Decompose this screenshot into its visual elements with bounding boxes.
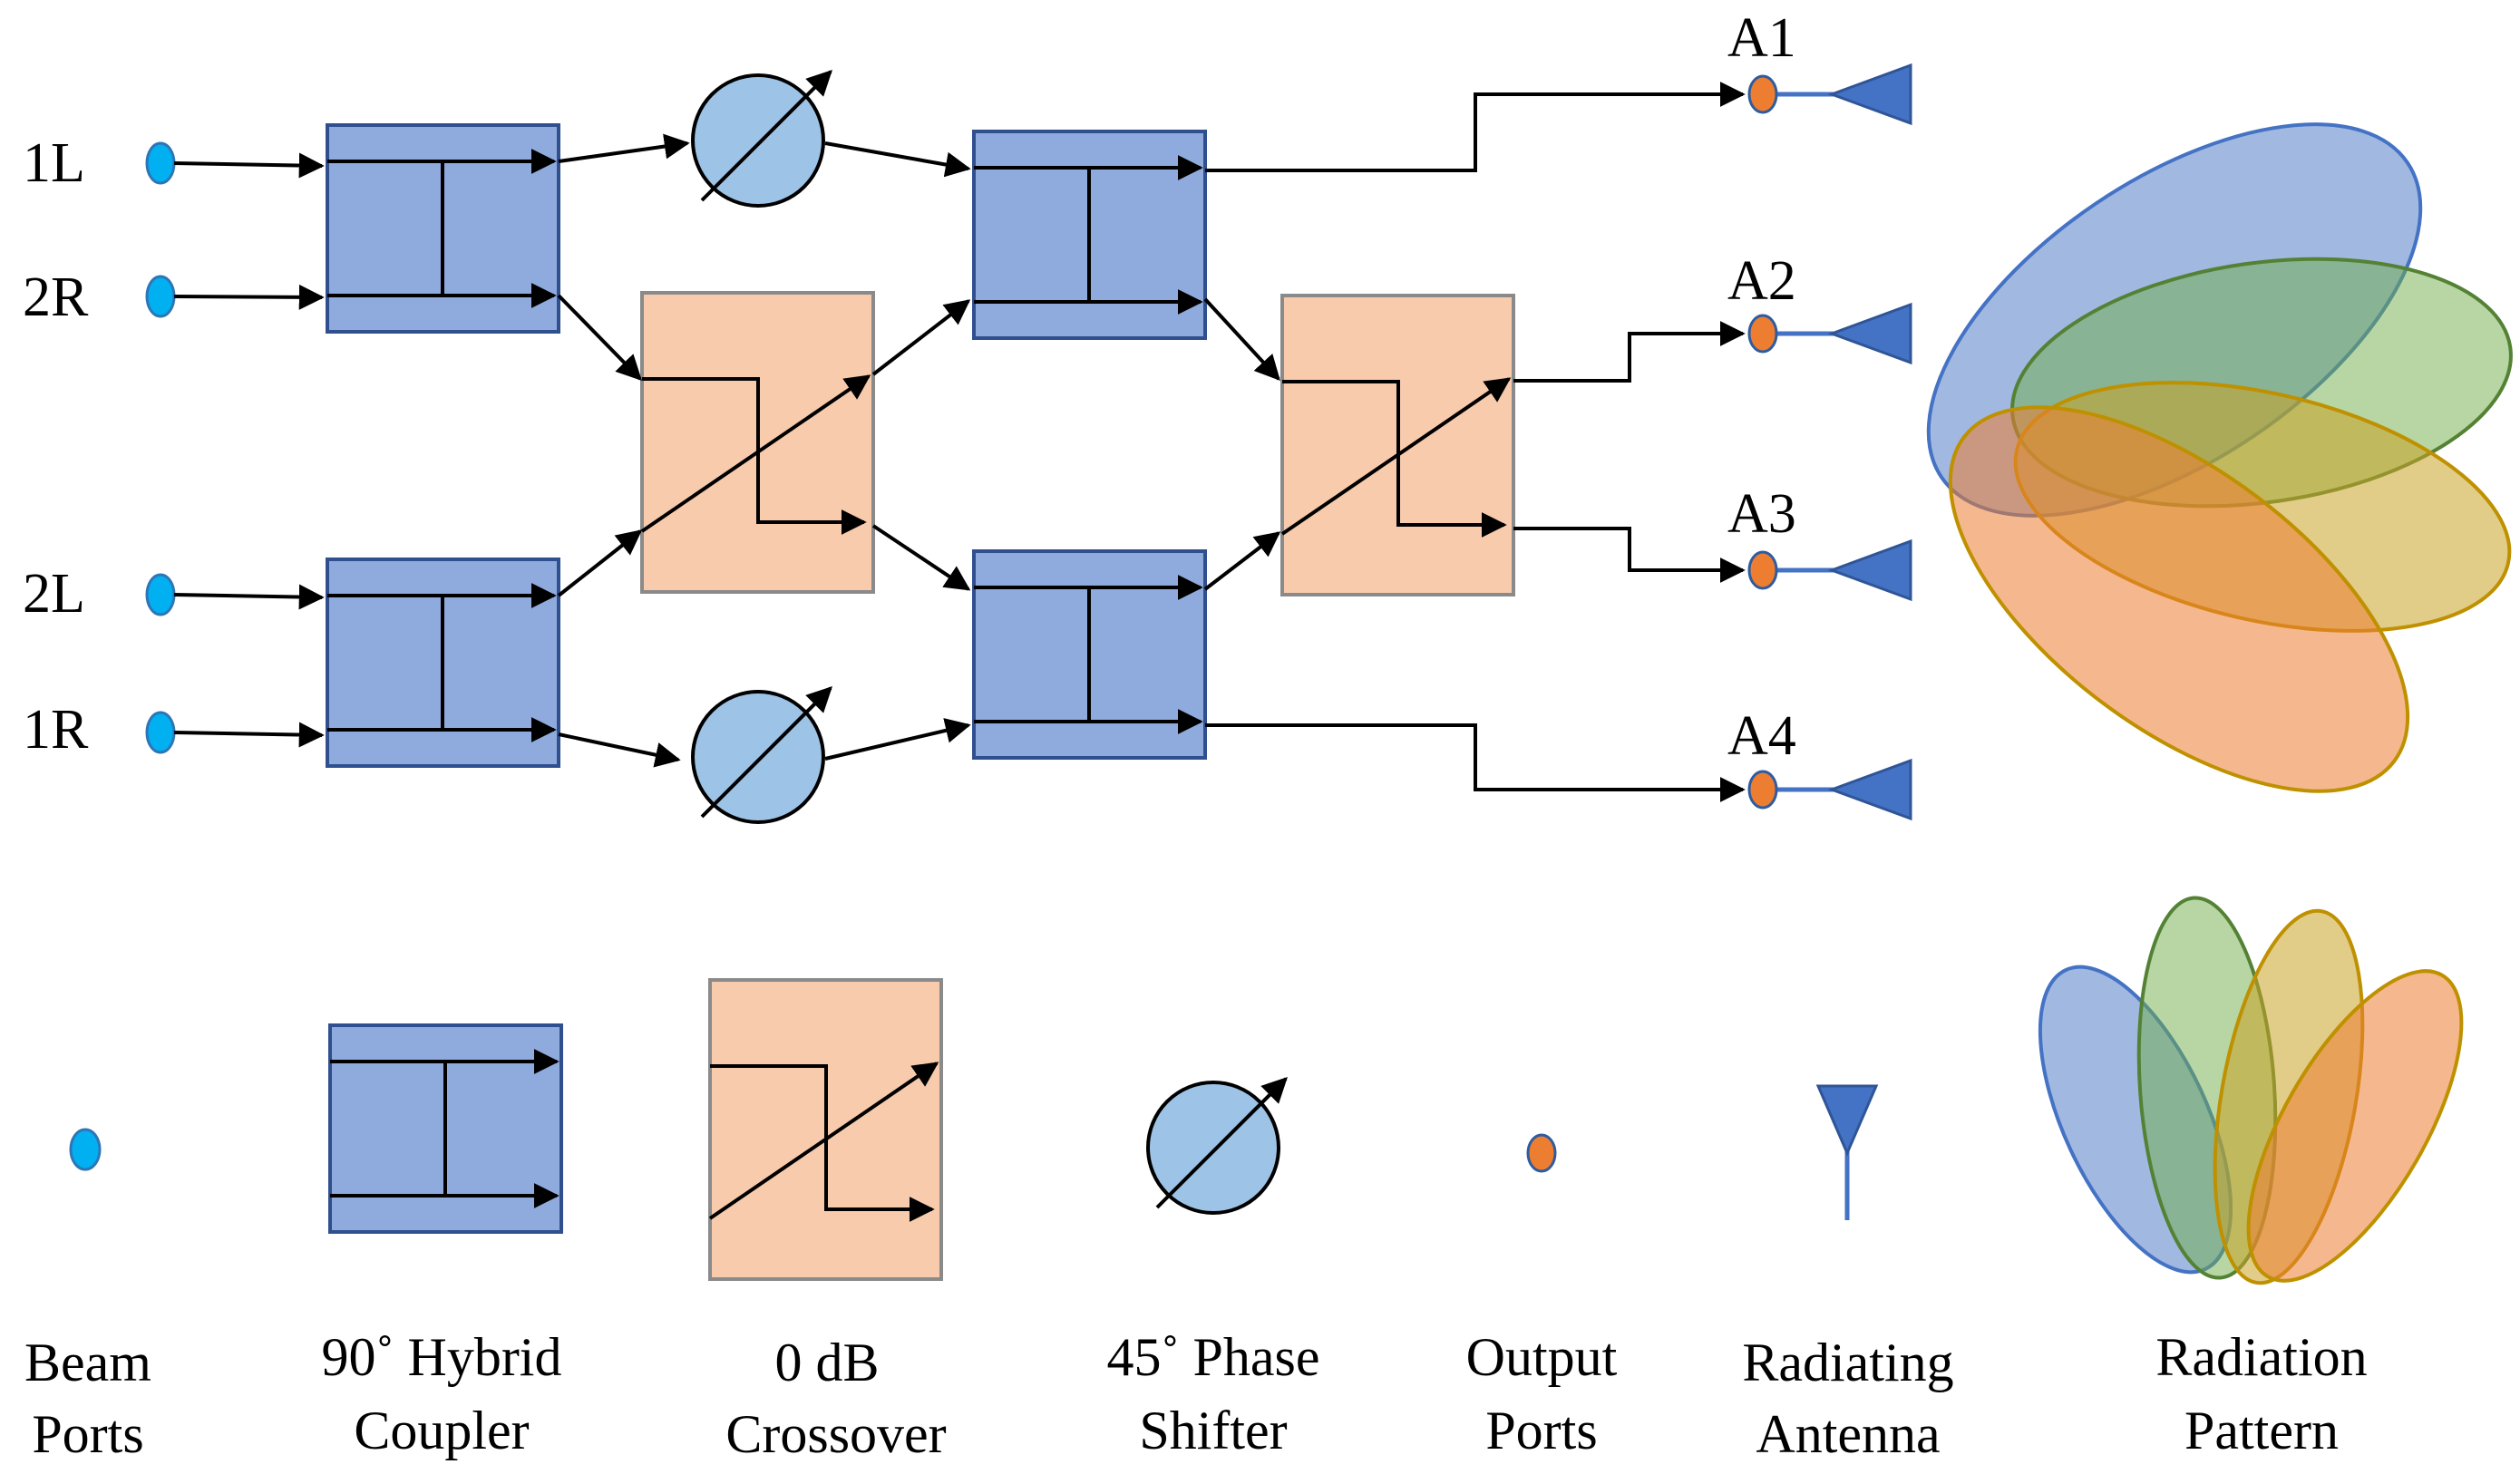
beam-port-dot bbox=[145, 573, 176, 616]
phase-shifter-top bbox=[693, 72, 831, 206]
legend-phase-shifter-icon bbox=[1148, 1079, 1286, 1213]
beam-port-dot bbox=[145, 141, 176, 185]
output-port-label-A3: A3 bbox=[1727, 483, 1796, 545]
antenna-icon bbox=[1827, 538, 1912, 602]
antenna-icon bbox=[1827, 758, 1912, 821]
crossover-center bbox=[642, 293, 873, 592]
legend-hybrid-coupler-line2: Coupler bbox=[354, 1401, 529, 1460]
output-port-dot bbox=[1747, 74, 1778, 114]
legend-beam-ports-line1: Beam bbox=[24, 1333, 151, 1392]
hybrid-coupler-top-left bbox=[327, 125, 559, 332]
legend-hybrid-coupler-icon bbox=[330, 1025, 561, 1232]
legend-hybrid-coupler-line1: 90˚ Hybrid bbox=[322, 1327, 562, 1387]
legend-beam-port-icon bbox=[69, 1128, 102, 1171]
beam-lobe-4 bbox=[1948, 405, 2410, 793]
input-wires bbox=[173, 152, 325, 748]
legend-output-ports-line2: Ports bbox=[1485, 1401, 1597, 1460]
radiation-pattern-main bbox=[1926, 122, 2513, 793]
beam-port-2L: 2L bbox=[23, 563, 176, 625]
output-port-label-A2: A2 bbox=[1727, 250, 1796, 312]
output-port-A3: A3 bbox=[1727, 483, 1912, 602]
legend-crossover-line1: 0 dB bbox=[774, 1333, 879, 1392]
antenna-icon bbox=[1827, 63, 1912, 126]
beam-port-1L: 1L bbox=[23, 132, 176, 194]
legend-beam-ports-line2: Ports bbox=[32, 1404, 143, 1464]
legend: Beam Ports 90˚ Hybrid Coupler 0 dB Cross… bbox=[24, 896, 2464, 1464]
antenna-icon bbox=[1827, 302, 1912, 365]
hybrid-coupler-bottom-right bbox=[974, 551, 1205, 758]
legend-radiating-antenna-line1: Radiating bbox=[1742, 1333, 1953, 1392]
legend-radiation-pattern-icon bbox=[2038, 896, 2464, 1285]
output-port-label-A4: A4 bbox=[1727, 705, 1796, 767]
beam-port-dot bbox=[145, 275, 176, 318]
crossover-right bbox=[1282, 296, 1513, 595]
beam-port-dot bbox=[145, 711, 176, 754]
phase-shifter-bottom bbox=[693, 688, 831, 822]
beam-port-label-2L: 2L bbox=[23, 563, 85, 625]
output-port-A2: A2 bbox=[1727, 250, 1912, 365]
legend-phase-shifter-line1: 45˚ Phase bbox=[1107, 1327, 1320, 1387]
legend-antenna-icon bbox=[1815, 1084, 1879, 1157]
output-port-dot bbox=[1747, 550, 1778, 590]
beam-port-label-2R: 2R bbox=[23, 267, 89, 328]
legend-radiation-pattern-line2: Pattern bbox=[2184, 1401, 2339, 1460]
output-port-dot bbox=[1747, 770, 1778, 810]
beam-port-1R: 1R bbox=[23, 699, 176, 761]
legend-output-ports-line1: Output bbox=[1466, 1327, 1618, 1387]
beam-port-2R: 2R bbox=[23, 267, 176, 328]
output-port-A4: A4 bbox=[1727, 705, 1912, 821]
internal-wires bbox=[557, 133, 1281, 768]
legend-crossover-icon bbox=[710, 980, 941, 1279]
beam-port-label-1R: 1R bbox=[23, 699, 89, 761]
hybrid-coupler-top-right bbox=[974, 131, 1205, 338]
hybrid-coupler-bottom-left bbox=[327, 559, 559, 766]
output-port-dot bbox=[1747, 314, 1778, 354]
legend-output-port-icon bbox=[1526, 1133, 1557, 1173]
legend-radiation-pattern-line1: Radiation bbox=[2155, 1327, 2367, 1387]
beam-port-label-1L: 1L bbox=[23, 132, 85, 194]
legend-radiating-antenna-line2: Antenna bbox=[1756, 1404, 1940, 1464]
output-wires bbox=[1205, 82, 1746, 802]
output-port-A1: A1 bbox=[1727, 7, 1912, 126]
output-port-label-A1: A1 bbox=[1727, 7, 1796, 69]
legend-phase-shifter-line2: Shifter bbox=[1139, 1401, 1287, 1460]
legend-crossover-line2: Crossover bbox=[725, 1404, 946, 1464]
